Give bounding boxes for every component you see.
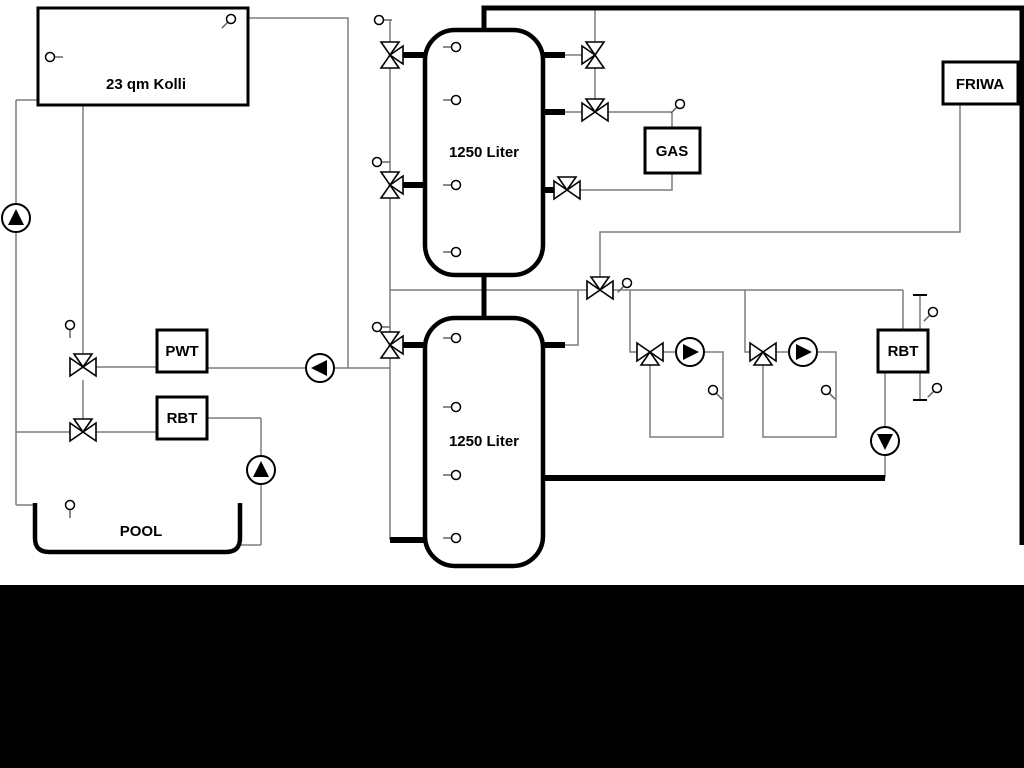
pwt-label: PWT [165, 343, 198, 360]
pump-pwt [305, 353, 335, 383]
rbt-left-label: RBT [167, 410, 198, 427]
buffer-tank-lower [422, 315, 546, 569]
pwt-box [155, 328, 209, 374]
pump-heating-circuit-1 [675, 337, 705, 367]
rbt-left-box [155, 395, 209, 441]
main-header-pipe [481, 5, 1024, 545]
buffer-tank-upper [422, 27, 546, 278]
tank-port-stubs [390, 52, 885, 543]
gas-label: GAS [656, 143, 689, 160]
heater-element-ticks [913, 294, 927, 401]
pump-heating-circuit-2 [788, 337, 818, 367]
friwa-box [941, 60, 1020, 106]
rbt-right-box [876, 328, 930, 374]
pool-basin [32, 503, 243, 555]
gas-boiler-box [643, 126, 702, 175]
thin-piping-right [613, 289, 921, 478]
pool-label: POOL [120, 523, 163, 540]
lower-tank-label: 1250 Liter [449, 433, 519, 450]
solar-collector-box [36, 6, 250, 107]
friwa-label: FRIWA [956, 76, 1004, 93]
letterbox-bottom [0, 585, 1024, 768]
pump-pool [246, 455, 276, 485]
upper-tank-label: 1250 Liter [449, 144, 519, 161]
pump-rbt-right [870, 426, 900, 456]
rbt-right-label: RBT [888, 343, 919, 360]
pump-solar [1, 203, 31, 233]
collector-label: 23 qm Kolli [106, 76, 186, 93]
